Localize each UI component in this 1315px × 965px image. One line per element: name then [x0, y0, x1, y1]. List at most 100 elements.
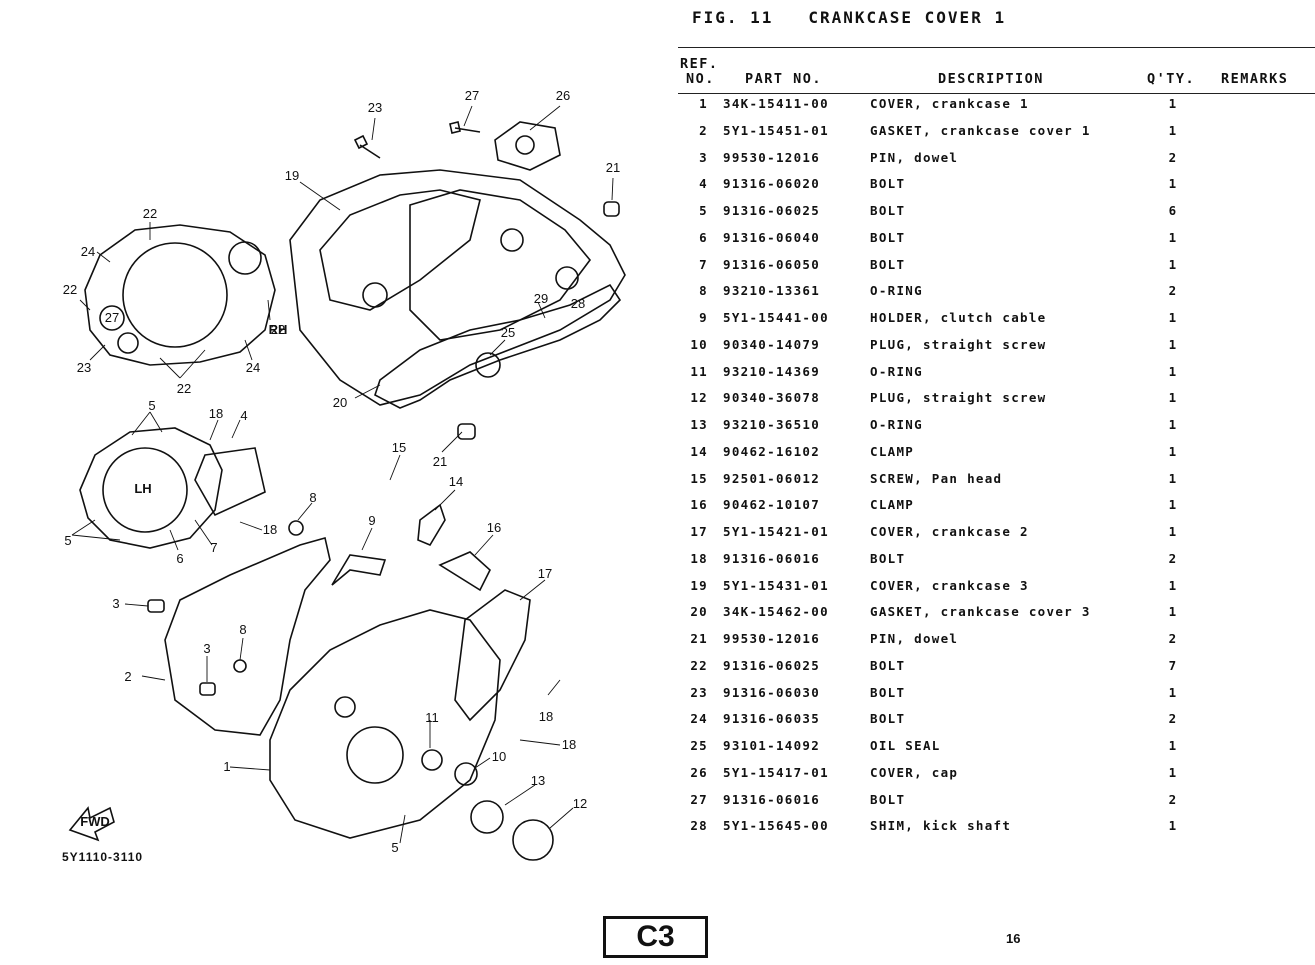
callout-number: 29: [534, 291, 548, 306]
quantity-cell: 1: [1168, 443, 1178, 459]
part-number-cell: 91316-06035: [723, 711, 821, 727]
part-number-cell: 91316-06030: [723, 684, 821, 700]
col-part-header: PART NO.: [745, 71, 823, 87]
description-cell: O-RING: [870, 363, 923, 379]
gasket-20: [374, 283, 622, 409]
part-number-cell: 91316-06040: [723, 229, 821, 245]
callout-number: 26: [556, 88, 570, 103]
part-number-cell: 90340-14079: [723, 336, 821, 352]
ref-cell: 7: [699, 256, 708, 272]
callout-number: 19: [285, 168, 299, 183]
description-cell: GASKET, crankcase cover 3: [870, 604, 1091, 620]
description-cell: BOLT: [870, 176, 906, 192]
drawing-code: 5Y1110-3110: [62, 850, 144, 864]
description-cell: BOLT: [870, 203, 906, 218]
quantity-cell: 2: [1168, 283, 1178, 299]
ref-cell: 2: [699, 122, 708, 138]
callout-number: 25: [501, 325, 515, 340]
callout-number: 18: [209, 406, 223, 421]
description-cell: SHIM, kick shaft: [870, 818, 1012, 834]
lh-cover: [79, 427, 223, 549]
callout-number: 21: [606, 160, 620, 175]
description-cell: COVER, crankcase 3: [870, 577, 1029, 593]
callout-number: 18: [539, 709, 553, 724]
callout-number: 8: [239, 622, 246, 637]
ref-cell: 1: [699, 96, 708, 111]
description-cell: COVER, crankcase 2: [870, 524, 1029, 539]
callout-number: 9: [368, 513, 375, 528]
ref-cell: 20: [690, 604, 708, 620]
part-number-cell: 5Y1-15451-01: [723, 122, 829, 138]
callout-number: 18: [263, 522, 277, 537]
description-cell: CLAMP: [870, 443, 915, 459]
callout-number: 3: [112, 596, 119, 611]
callout-number: 22: [63, 282, 77, 297]
ref-cell: 28: [690, 818, 708, 834]
ref-cell: 16: [690, 497, 708, 513]
callout-number: 12: [573, 796, 587, 811]
description-cell: BOLT: [870, 791, 906, 807]
description-cell: PIN, dowel: [870, 149, 959, 165]
ref-cell: 15: [690, 470, 708, 486]
quantity-cell: 1: [1168, 417, 1178, 432]
ref-cell: 13: [690, 417, 708, 432]
description-cell: BOLT: [870, 229, 906, 245]
ref-cell: 3: [699, 149, 708, 165]
part-number-cell: 91316-06050: [723, 256, 821, 272]
quantity-cell: 1: [1168, 524, 1178, 539]
part-number-cell: 91316-06020: [723, 176, 821, 192]
cap-cover-26: [494, 121, 561, 171]
col-ref-line1: REF.: [680, 56, 719, 72]
part-number-cell: 91316-06025: [723, 203, 821, 218]
callout-number: 3: [203, 641, 210, 656]
gasket-2: [164, 537, 331, 736]
description-cell: HOLDER, clutch cable: [870, 310, 1047, 325]
rh-cover: [84, 224, 276, 366]
callout-number: 5: [64, 533, 71, 548]
callout-number: 20: [333, 395, 347, 410]
description-cell: BOLT: [870, 684, 906, 700]
part-number-cell: 91316-06016: [723, 550, 821, 566]
description-cell: COVER, crankcase 1: [870, 96, 1029, 111]
description-cell: GASKET, crankcase cover 1: [870, 122, 1091, 138]
callout-number: 27: [465, 88, 479, 103]
callout-number: 22: [143, 206, 157, 221]
col-qty-header: Q'TY.: [1147, 71, 1196, 87]
description-cell: PLUG, straight screw: [870, 390, 1047, 406]
quantity-cell: 2: [1168, 631, 1178, 646]
cover-17: [454, 589, 531, 722]
part-number-cell: 5Y1-15441-00: [723, 310, 829, 325]
description-cell: O-RING: [870, 417, 923, 432]
ref-cell: 12: [690, 390, 708, 406]
callout-number: 15: [392, 440, 406, 455]
callout-number: 1: [223, 759, 230, 774]
part-number-cell: 93210-13361: [723, 283, 821, 299]
callout-number: LH: [134, 481, 151, 496]
description-cell: BOLT: [870, 550, 906, 566]
quantity-cell: 1: [1168, 818, 1178, 834]
part-number-cell: 90462-16102: [723, 443, 821, 459]
part-number-cell: 93210-36510: [723, 417, 821, 432]
description-cell: COVER, cap: [870, 764, 959, 780]
description-cell: PIN, dowel: [870, 631, 959, 646]
description-cell: OIL SEAL: [870, 738, 941, 753]
part-number-cell: 99530-12016: [723, 149, 821, 165]
col-desc-header: DESCRIPTION: [938, 71, 1044, 87]
ref-cell: 6: [699, 229, 708, 245]
ref-cell: 22: [690, 657, 708, 673]
ref-cell: 18: [690, 550, 708, 566]
callout-number: 22: [271, 322, 285, 337]
quantity-cell: 2: [1168, 149, 1178, 165]
